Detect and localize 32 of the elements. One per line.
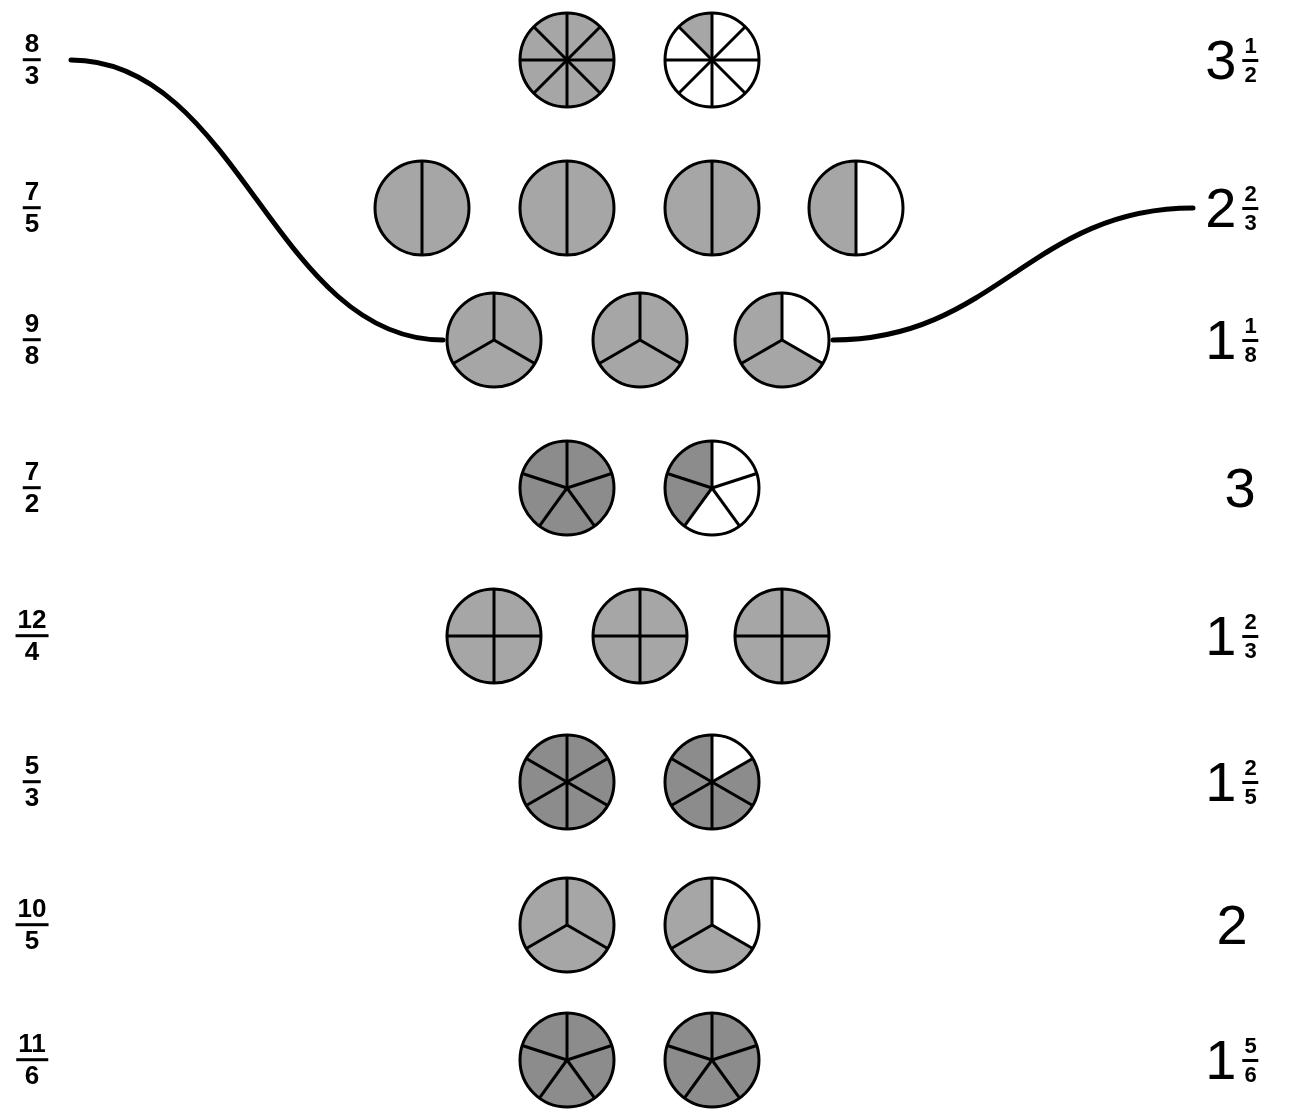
fraction-circle — [662, 438, 762, 538]
fraction-circle — [517, 732, 617, 832]
fraction-circle — [806, 158, 906, 258]
fraction-label: 11 6 — [16, 1030, 48, 1090]
fraction-label: 7 5 — [22, 178, 42, 238]
fraction-circle — [732, 586, 832, 686]
fraction-label: 12 4 — [15, 606, 49, 666]
connector-line — [830, 205, 1196, 343]
fraction-circle — [517, 158, 617, 258]
fraction-circle — [662, 10, 762, 110]
fraction-label: 5 3 — [22, 752, 42, 812]
fraction-circle — [444, 586, 544, 686]
fraction-circle — [517, 10, 617, 110]
fraction-circle — [732, 290, 832, 390]
fraction-label: 7 2 — [22, 458, 42, 518]
connector-line — [68, 57, 446, 343]
fraction-circle — [517, 1010, 617, 1110]
fraction-circle — [372, 158, 472, 258]
fraction-circle — [517, 438, 617, 538]
fraction-circle — [662, 158, 762, 258]
fraction-circle — [590, 586, 690, 686]
fraction-circle — [590, 290, 690, 390]
fraction-label: 10 5 — [15, 895, 49, 955]
whole-number-label: 2 — [1216, 897, 1248, 953]
fraction-circle — [517, 875, 617, 975]
fraction-circle — [662, 732, 762, 832]
fraction-circle — [662, 875, 762, 975]
fraction-circle — [444, 290, 544, 390]
fraction-label: 8 3 — [22, 30, 42, 90]
fraction-label: 9 8 — [22, 310, 42, 370]
fraction-circle — [662, 1010, 762, 1110]
whole-number-label: 3 — [1224, 460, 1256, 516]
